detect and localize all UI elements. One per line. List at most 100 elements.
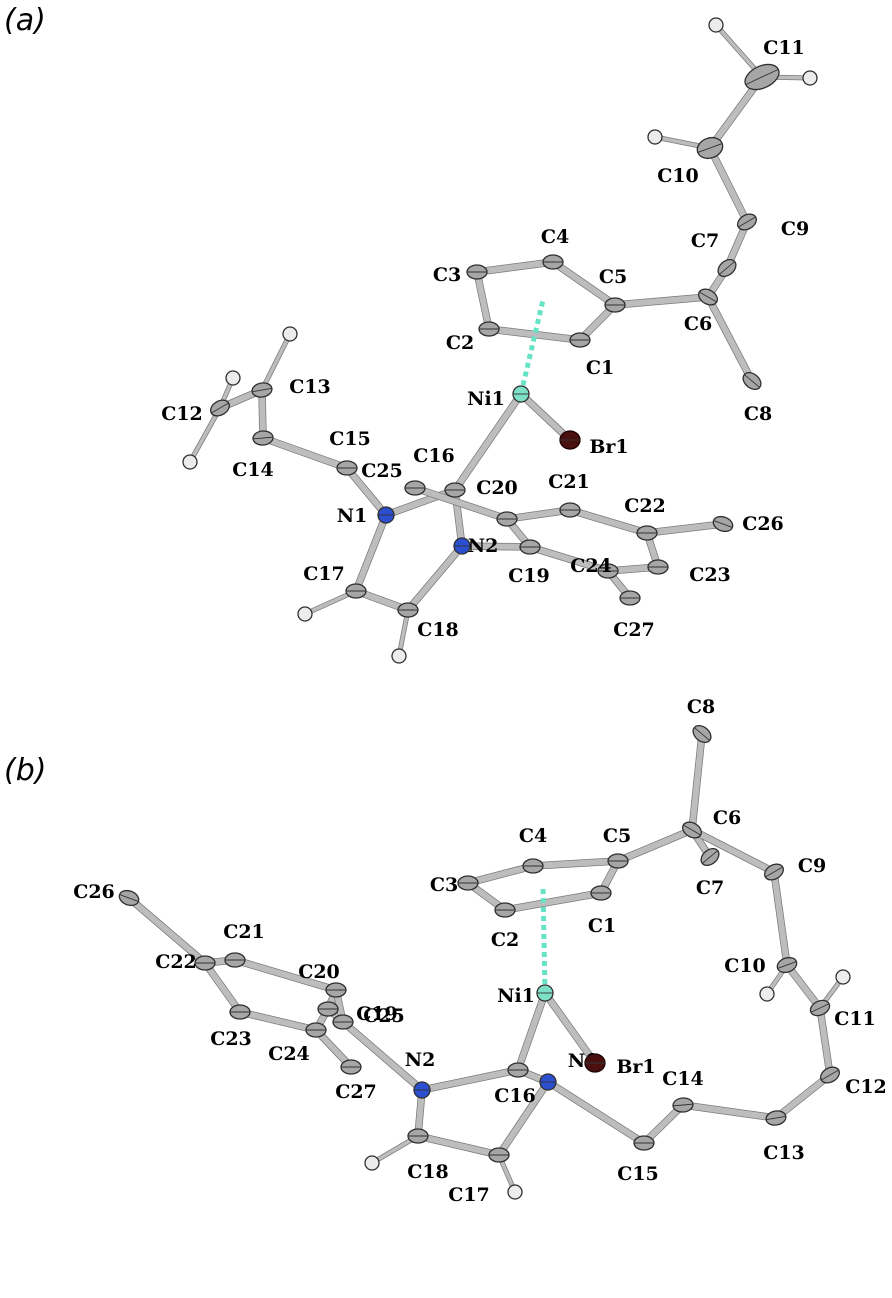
atom-label-a-C4: C4 (541, 226, 569, 248)
atom-label-a-N1: N1 (337, 505, 368, 527)
bond-b-N1-C17 (496, 1079, 551, 1158)
bond-a-C6-C8 (705, 294, 755, 384)
bond-a-C20-C21 (504, 507, 573, 522)
atom-label-b-Br1: Br1 (616, 1056, 655, 1078)
panel-a-label: (a) (4, 3, 46, 38)
atom-a-H12b (182, 454, 198, 470)
bond-b-C16-N2 (419, 1067, 521, 1093)
atom-label-a-C25: C25 (361, 460, 403, 482)
atom-label-a-C26: C26 (742, 513, 784, 535)
atom-a-C7-axis (719, 261, 735, 275)
bond-a-N1-C15 (344, 465, 389, 518)
bond-b-Ni1-Br1 (542, 990, 598, 1066)
bond-a-C9-C10 (707, 145, 750, 225)
atom-label-b-C13: C13 (763, 1142, 805, 1164)
bond-a-C21-C22 (567, 507, 650, 536)
atom-label-a-Ni1: Ni1 (467, 388, 505, 410)
atom-label-a-N2: N2 (468, 535, 499, 557)
atom-label-a-C24: C24 (570, 555, 612, 577)
bond-a-Ni1-Br1 (518, 391, 573, 443)
atom-label-a-C9: C9 (781, 218, 809, 240)
bond-b-C20-C21 (232, 957, 339, 993)
atom-label-b-C7: C7 (696, 877, 724, 899)
atom-label-b-C5: C5 (603, 825, 631, 847)
atom-b-C7-axis (702, 850, 718, 864)
atom-label-a-C17: C17 (303, 563, 345, 585)
atom-b-C11-axis (810, 1003, 830, 1013)
atom-label-a-C20: C20 (476, 477, 518, 499)
bond-a-C20-C25 (412, 485, 510, 522)
bond-b-C13-C14 (680, 1102, 779, 1121)
atom-label-b-C17: C17 (448, 1184, 490, 1206)
atom-label-a-C8: C8 (744, 403, 772, 425)
bond-a-C22-C26 (644, 521, 726, 536)
bond-a-C1-C2 (486, 326, 583, 343)
atom-label-a-C6: C6 (684, 313, 712, 335)
bond-a-C14-C13 (259, 387, 266, 441)
bond-b-C17-C18 (415, 1133, 502, 1158)
bond-a-C15-C14 (260, 435, 350, 471)
bond-a-C18-H18 (397, 608, 410, 658)
bond-a-N1-C17 (353, 512, 389, 594)
atom-label-b-C22: C22 (155, 951, 197, 973)
atom-label-b-C20: C20 (298, 961, 340, 983)
atom-a-H13 (282, 326, 298, 342)
bond-b-C10-C11 (784, 962, 823, 1011)
atom-label-a-C16: C16 (413, 445, 455, 467)
atom-label-a-C11: C11 (763, 37, 805, 59)
atom-b-H11 (835, 969, 851, 985)
atom-label-a-C2: C2 (446, 332, 474, 354)
bond-b-C11-C12 (817, 1005, 833, 1078)
atom-label-a-Br1: Br1 (589, 436, 628, 458)
dashed-bond-a-Ni1-centroid (518, 299, 546, 395)
atom-label-a-C22: C22 (624, 495, 666, 517)
bond-a-C5-C6 (612, 294, 711, 308)
atom-label-b-C26: C26 (73, 881, 115, 903)
atom-label-a-C19: C19 (508, 565, 550, 587)
atom-b-C6-axis (683, 824, 701, 836)
bond-b-C12-C13 (773, 1072, 833, 1121)
atom-a-H11b (802, 70, 818, 86)
atom-label-a-C18: C18 (417, 619, 459, 641)
bond-a-C3-C4 (474, 259, 556, 275)
atom-a-C12-axis (211, 402, 229, 414)
bond-b-C6-C8 (689, 731, 705, 833)
atom-label-a-C13: C13 (289, 376, 331, 398)
panel-b-label: (b) (4, 753, 46, 788)
atom-label-b-C1: C1 (588, 915, 616, 937)
atom-b-H17 (507, 1184, 523, 1200)
atom-b-C14-axis (672, 1103, 694, 1107)
atom-a-C14-axis (252, 436, 274, 440)
atom-label-a-C10: C10 (657, 165, 699, 187)
atom-b-C10-axis (777, 961, 797, 969)
bond-b-C22-C23 (202, 960, 243, 1015)
bond-b-C5-C6 (615, 827, 695, 864)
panel-a-structure: C1C2C3C4C5C6C7C8C9C10C11C12C13C14C15C16C… (161, 17, 818, 664)
bond-a-C2-C3 (474, 269, 492, 332)
atom-label-b-C3: C3 (430, 874, 458, 896)
atom-label-a-C1: C1 (586, 357, 614, 379)
atom-label-b-C8: C8 (687, 696, 715, 718)
atom-label-b-C27: C27 (335, 1081, 377, 1103)
atom-b-C9-axis (765, 866, 783, 878)
atom-label-a-C23: C23 (689, 564, 731, 586)
atom-label-b-C19: C19 (356, 1003, 398, 1025)
bond-a-C12-H12b (188, 406, 222, 464)
atom-a-H17 (297, 606, 313, 622)
bond-a-C13-H13 (260, 332, 292, 392)
atom-label-b-C12: C12 (845, 1076, 887, 1098)
atom-label-b-C14: C14 (662, 1068, 704, 1090)
bond-a-C24-C19 (527, 544, 611, 574)
atom-a-C6-axis (699, 291, 717, 303)
atom-a-C8-axis (744, 374, 760, 388)
atom-a-H10 (647, 129, 663, 145)
atom-a-C10-axis (697, 143, 723, 153)
atom-label-a-C15: C15 (329, 428, 371, 450)
bond-b-C22-C26 (126, 895, 208, 966)
atom-label-b-C15: C15 (617, 1163, 659, 1185)
bond-b-C9-C10 (771, 869, 790, 968)
bond-b-C15-N1 (545, 1079, 647, 1146)
atom-label-b-C16: C16 (494, 1085, 536, 1107)
